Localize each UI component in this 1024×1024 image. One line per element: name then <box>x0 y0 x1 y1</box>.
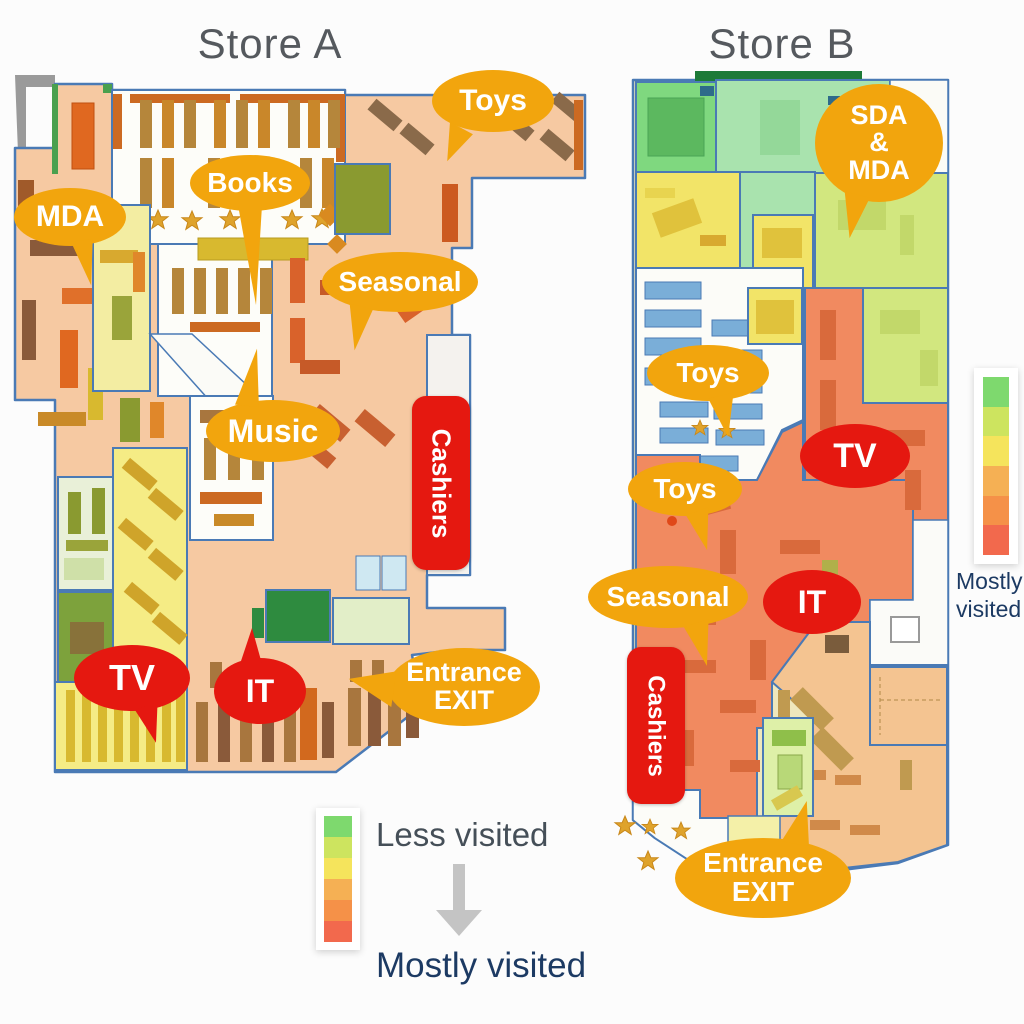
callout-sda-mda-b-line1: SDA <box>850 99 908 130</box>
callout-mda-a-label: MDA <box>35 199 105 233</box>
callout-tv-a: TV <box>74 645 190 746</box>
callout-toys-lower-b: Toys <box>628 462 742 553</box>
callout-sda-mda-b-line3: MDA <box>848 154 910 185</box>
callout-it-b: IT <box>763 570 861 634</box>
heat-scale-card <box>316 808 360 950</box>
callout-toys-a: Toys <box>432 70 554 166</box>
callout-it-b-label: IT <box>797 583 827 620</box>
callout-entrance-a-line2: EXIT <box>433 685 494 715</box>
callout-cashiers-b: Cashiers <box>627 647 685 804</box>
legend-mostly-label: Mostly visited <box>376 946 587 985</box>
down-arrow-icon <box>436 864 482 936</box>
callout-tv-b-label: TV <box>833 436 877 475</box>
callout-toys-lower-b-label: Toys <box>653 472 717 504</box>
callout-sda-mda-b: SDA & MDA <box>815 84 943 241</box>
callout-entrance-b-line2: EXIT <box>731 876 795 907</box>
heat-scale-right <box>974 368 1018 564</box>
callout-toys-a-label: Toys <box>459 83 527 117</box>
callout-it-a-label: IT <box>245 672 275 709</box>
callout-books-a-label: Books <box>207 166 293 198</box>
callout-toys-upper-b: Toys <box>647 345 769 440</box>
callout-mda-a: MDA <box>14 188 126 288</box>
callout-entrance-b-line1: Entrance <box>703 847 823 879</box>
legend-right-mostly-label: Mostly visited <box>956 568 1023 622</box>
callout-cashiers-a: Cashiers <box>412 396 470 570</box>
callout-sda-mda-b-line2: & <box>869 127 889 158</box>
legend-less-label: Less visited <box>376 816 549 853</box>
callout-cashiers-a-label: Cashiers <box>426 428 457 538</box>
store-a-title: Store A <box>197 20 343 67</box>
heat-scale <box>316 808 360 950</box>
callout-cashiers-b-label: Cashiers <box>643 674 671 777</box>
callout-seasonal-b-label: Seasonal <box>606 580 730 612</box>
callout-music-a: Music <box>206 346 340 462</box>
callout-seasonal-a: Seasonal <box>322 252 478 353</box>
store-b-title: Store B <box>708 20 856 67</box>
callout-seasonal-a-label: Seasonal <box>338 265 462 297</box>
callout-toys-upper-b-label: Toys <box>676 356 740 388</box>
callout-tv-b: TV <box>800 424 910 488</box>
heat-scale-card-right <box>974 368 1018 564</box>
callout-books-a: Books <box>190 155 310 305</box>
callout-entrance-a-line1: Entrance <box>406 657 522 688</box>
callout-seasonal-b: Seasonal <box>588 566 748 669</box>
callout-music-a-label: Music <box>227 412 319 449</box>
callout-entrance-b: Entrance EXIT <box>675 797 851 918</box>
callout-tv-a-label: TV <box>108 656 155 698</box>
callout-entrance-a: Entrance EXIT <box>345 648 540 726</box>
callout-it-a: IT <box>214 628 306 724</box>
